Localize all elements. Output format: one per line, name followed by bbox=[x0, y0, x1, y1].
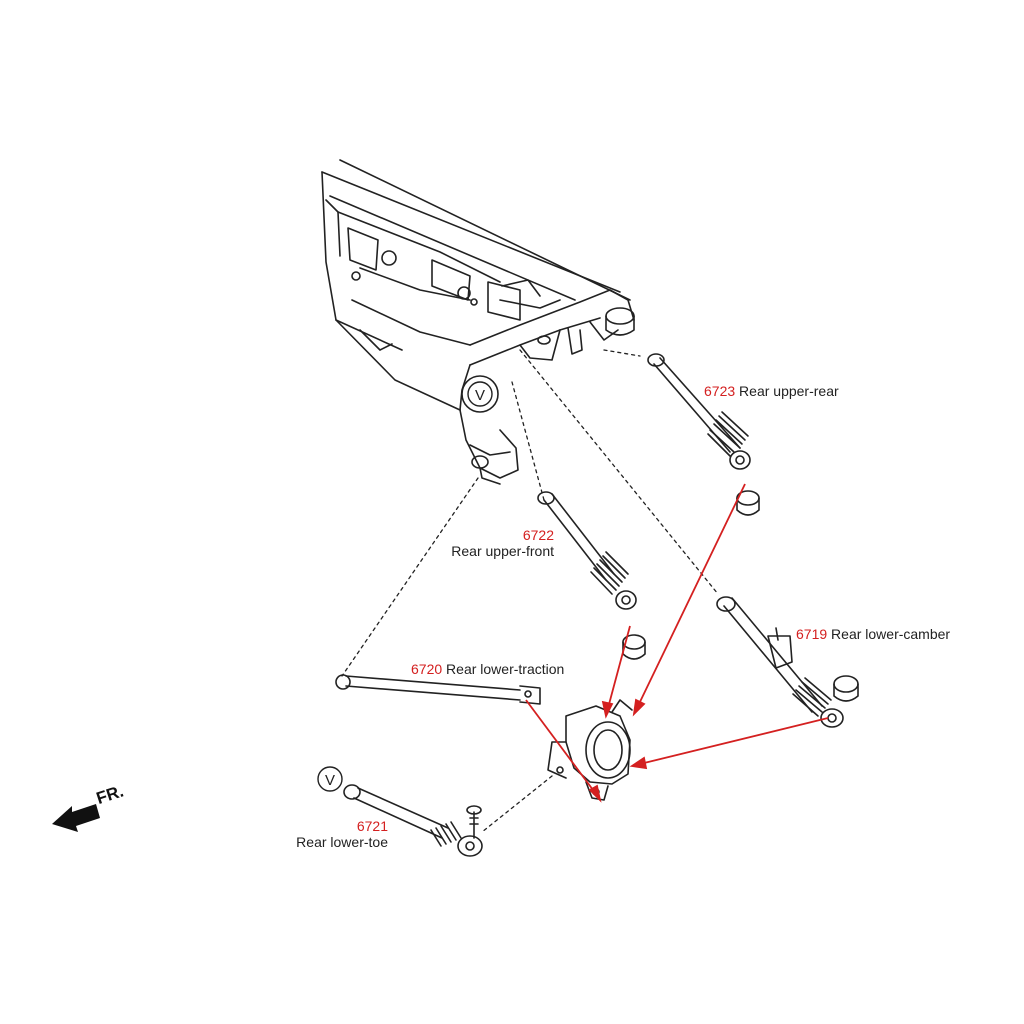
arm-6723 bbox=[647, 353, 760, 516]
arm-6721 bbox=[343, 784, 483, 857]
arm-6719 bbox=[716, 596, 859, 728]
arm-6722 bbox=[537, 491, 646, 660]
dashed-guide-lines bbox=[341, 349, 719, 833]
label-6719: 6719 Rear lower-camber bbox=[796, 626, 950, 642]
label-6722: 6722 Rear upper-front bbox=[436, 527, 554, 559]
v-marker-2-letter: V bbox=[325, 772, 335, 789]
part-name-6721: Rear lower-toe bbox=[296, 834, 388, 850]
label-6720: 6720 Rear lower-traction bbox=[411, 661, 564, 677]
part-name-6720: Rear lower-traction bbox=[446, 661, 565, 677]
part-name-6723: Rear upper-rear bbox=[739, 383, 839, 399]
arm-6720 bbox=[335, 674, 541, 705]
v-marker-1-letter: V bbox=[475, 387, 485, 404]
front-arrow-icon bbox=[52, 804, 100, 832]
part-name-6719: Rear lower-camber bbox=[831, 626, 951, 642]
part-number-6719: 6719 bbox=[796, 626, 828, 642]
part-number-6722: 6722 bbox=[522, 527, 554, 543]
label-6723: 6723 Rear upper-rear bbox=[704, 383, 839, 399]
v-marker-1: V bbox=[467, 381, 493, 407]
part-number-6723: 6723 bbox=[704, 383, 736, 399]
part-number-6721: 6721 bbox=[356, 818, 388, 834]
label-6721: 6721 Rear lower-toe bbox=[284, 818, 388, 850]
part-number-6720: 6720 bbox=[411, 661, 443, 677]
rear-subframe bbox=[321, 159, 635, 485]
assembly-arrows bbox=[525, 483, 829, 803]
part-name-6722: Rear upper-front bbox=[451, 543, 554, 559]
v-marker-2: V bbox=[317, 766, 343, 792]
